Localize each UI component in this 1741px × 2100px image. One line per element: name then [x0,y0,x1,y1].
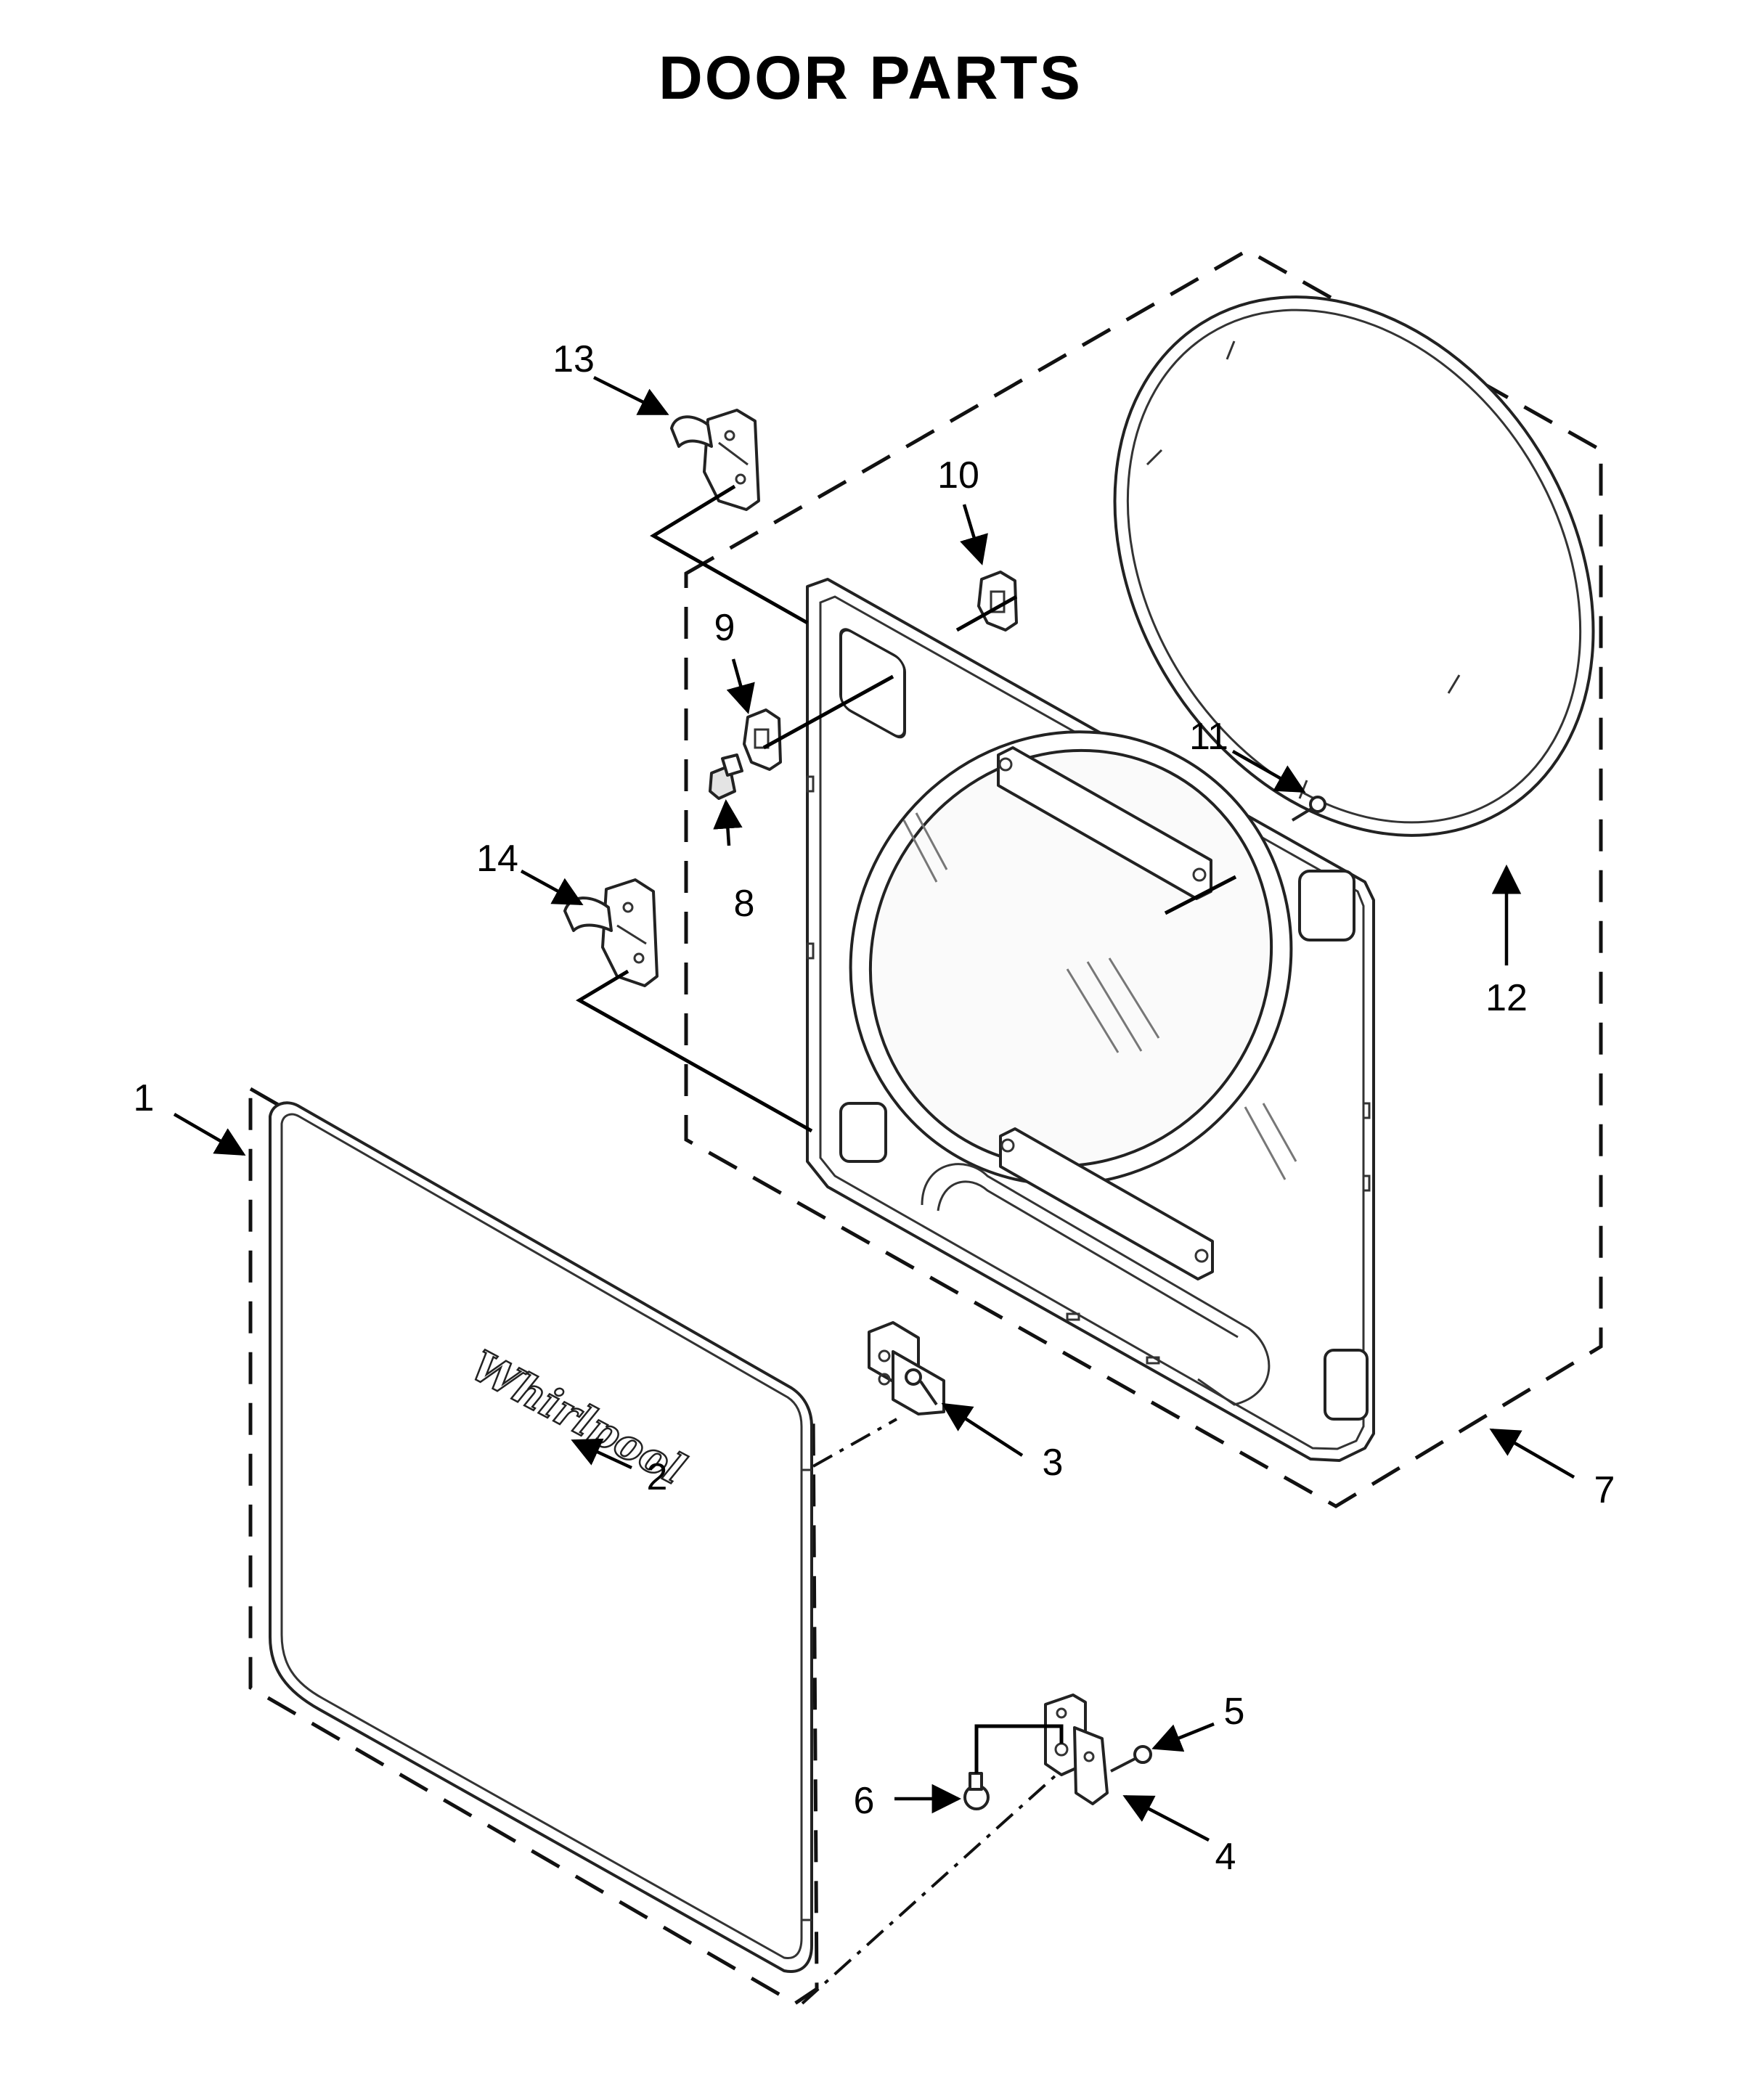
door-latch [709,753,743,800]
screw-11 [1291,796,1326,822]
outer-door-assembly-boundary [248,1085,819,2006]
callout-4: 4 [1215,1836,1236,1878]
callout-14: 14 [476,838,518,880]
callout-1: 1 [134,1077,155,1119]
latch-cover [743,708,782,771]
callout-5: 5 [1224,1691,1245,1733]
inner-door-assembly-boundary [684,248,1603,1508]
screw-5 [1110,1745,1152,1773]
door-hinge-lower-bracket [1044,1694,1109,1805]
callout-12: 12 [1485,977,1528,1019]
inner-door-panel [806,578,1375,1462]
outer-door-panel [269,1101,813,1973]
callout-8: 8 [734,883,755,925]
callout-2: 2 [647,1456,668,1498]
callout-9: 9 [714,607,735,649]
door-gasket [1113,295,1595,837]
door-hinge-upper [670,409,760,511]
callout-7: 7 [1594,1469,1615,1511]
handle-recess [921,1163,1271,1406]
center-lines [801,1418,1058,2005]
connector-lines [576,484,1237,1773]
callout-leaders [173,375,1575,1842]
callout-3: 3 [1043,1442,1064,1484]
door-hinge-upper-bracket [868,1321,945,1415]
latch-strike [977,571,1018,632]
door-hinge-lower [563,878,659,987]
callout-labels: 1 2 3 4 5 6 7 8 9 10 11 12 13 14 [134,338,1615,1878]
callout-6: 6 [854,1780,875,1822]
screw-6 [963,1772,990,1810]
lower-glass-retainer-bar [999,1127,1214,1280]
callout-11: 11 [1189,716,1228,758]
callout-13: 13 [553,338,595,380]
callout-10: 10 [937,454,979,497]
diagram-title: DOOR PARTS [659,44,1082,112]
